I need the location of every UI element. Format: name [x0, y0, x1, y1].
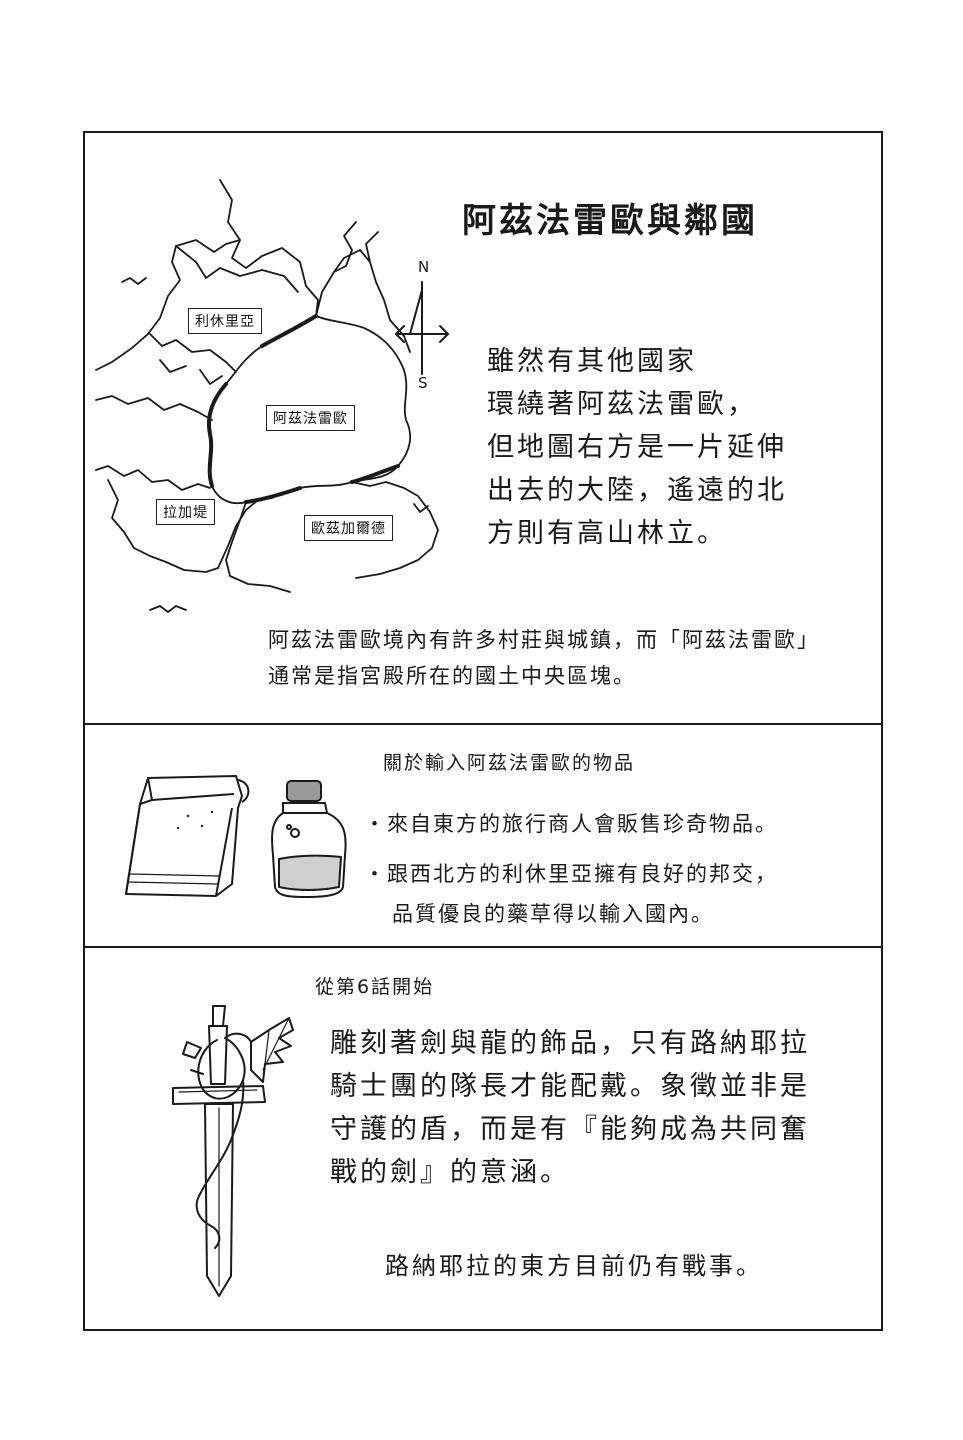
section-title: 阿茲法雷歐與鄰國	[462, 201, 758, 241]
bullet-dot: ・	[364, 812, 387, 836]
section1-description: 雖然有其他國家 環繞著阿茲法雷歐， 但地圖右方是一片延伸 出去的大陸，遙遠的北 …	[487, 340, 787, 555]
bullet-text: 品質優良的藥草得以輸入國內。	[392, 902, 714, 926]
description-line: 但地圖右方是一片延伸	[487, 432, 787, 463]
compass-icon	[394, 281, 450, 375]
bullet-item-2: ・跟西北方的利休里亞擁有良好的邦交， 品質優良的藥草得以輸入國內。	[364, 854, 778, 934]
jar-icon	[271, 780, 347, 898]
panel-divider-1	[83, 723, 883, 725]
note-line: 通常是指宮殿所在的國土中央區塊。	[268, 664, 636, 688]
bullet-text: 來自東方的旅行商人會販售珍奇物品。	[387, 812, 778, 836]
note-line: 阿茲法雷歐境內有許多村莊與城鎮，而「阿茲法雷歐」	[268, 628, 820, 652]
description-line: 戰的劍』的意涵。	[330, 1157, 570, 1188]
compass-north-label: N	[418, 258, 430, 276]
bullet-dot: ・	[364, 862, 387, 886]
map-label-raga: 拉加堤	[156, 499, 215, 525]
section3-heading: 從第6話開始	[315, 976, 435, 998]
section2-heading: 關於輸入阿茲法雷歐的物品	[383, 752, 636, 774]
description-line: 環繞著阿茲法雷歐，	[487, 389, 757, 420]
bullet-text: 跟西北方的利休里亞擁有良好的邦交，	[387, 862, 778, 886]
description-line: 雖然有其他國家	[487, 346, 697, 377]
compass-south-label: S	[418, 374, 428, 392]
description-line: 雕刻著劍與龍的飾品，只有路納耶拉	[330, 1028, 810, 1059]
page-frame	[83, 131, 883, 1331]
map-label-eozgald: 歐茲加爾德	[304, 515, 393, 541]
bullet-item-1: ・來自東方的旅行商人會販售珍奇物品。	[364, 804, 778, 844]
description-line: 守護的盾，而是有『能夠成為共同奮	[330, 1114, 810, 1145]
description-line: 方則有高山林立。	[487, 518, 727, 549]
map-label-richelia: 利休里亞	[188, 308, 262, 334]
section3-description: 雕刻著劍與龍的飾品，只有路納耶拉 騎士團的隊長才能配戴。象徵並非是 守護的盾，而…	[330, 1022, 810, 1194]
description-line: 出去的大陸，遙遠的北	[487, 475, 787, 506]
section1-note: 阿茲法雷歐境內有許多村莊與城鎮，而「阿茲法雷歐」 通常是指宮殿所在的國土中央區塊…	[268, 622, 820, 694]
description-line: 騎士團的隊長才能配戴。象徵並非是	[330, 1071, 810, 1102]
map-label-azfareo: 阿茲法雷歐	[266, 405, 355, 431]
panel-divider-2	[83, 946, 883, 948]
bag-icon	[125, 775, 250, 897]
section3-footer: 路納耶拉的東方目前仍有戰事。	[385, 1252, 763, 1280]
sword-dragon-emblem-icon	[172, 1005, 294, 1297]
